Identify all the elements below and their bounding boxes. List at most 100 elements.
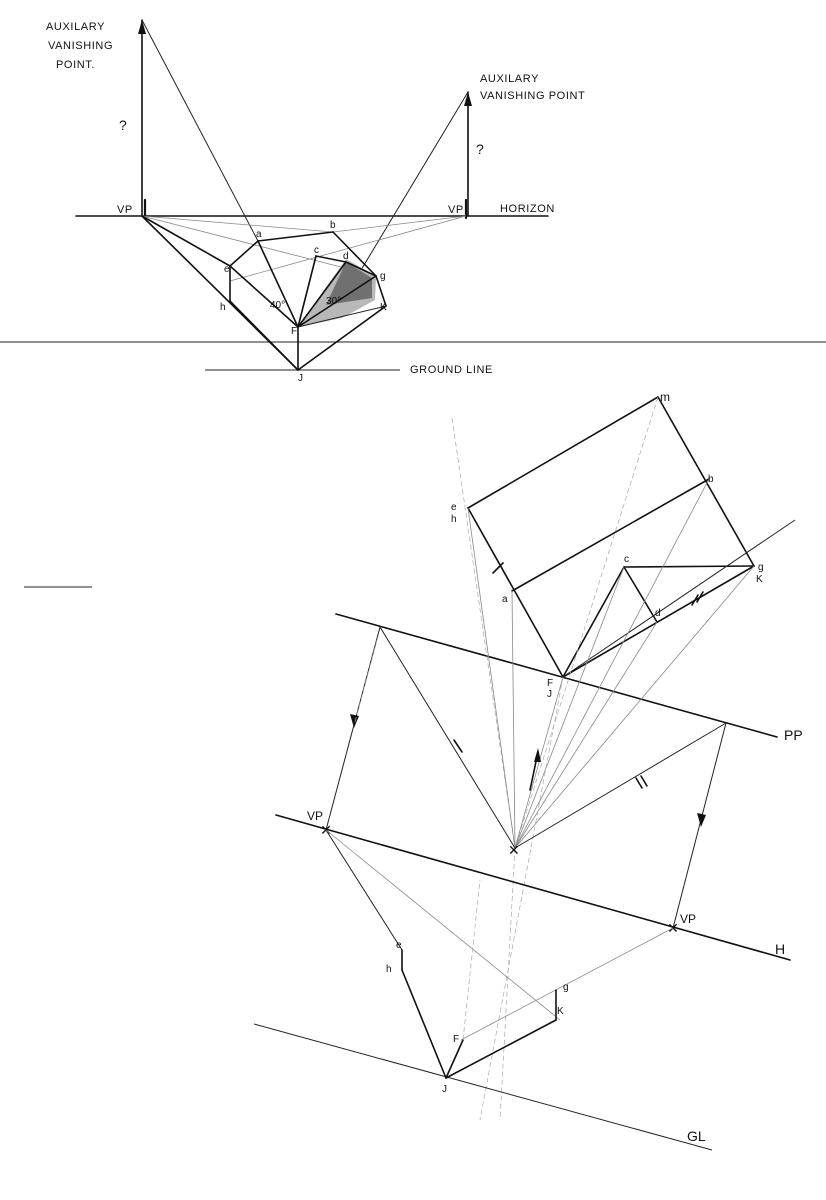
station-point-mark: ✕ xyxy=(508,842,520,858)
sp-arrowhead xyxy=(534,748,541,762)
shaded-face-dark xyxy=(326,262,372,305)
horizon-label: HORIZON xyxy=(500,203,555,215)
vp-right-label: VP xyxy=(448,204,464,216)
edge-f-g xyxy=(297,275,377,328)
edge-j-k xyxy=(445,1019,557,1079)
angle-right-label: 30° xyxy=(326,296,341,307)
sight-ray xyxy=(467,507,516,849)
edge-f-d xyxy=(297,261,347,328)
dashed-ray xyxy=(499,847,516,1121)
vp-left-label: VP xyxy=(117,204,133,216)
picture-plane-line xyxy=(335,613,778,738)
top-drawing: AUXILARY VANISHING POINT. AUXILARY VANIS… xyxy=(0,19,826,384)
vanishing-line xyxy=(229,215,467,282)
vanishing-line xyxy=(141,215,377,277)
sight-ray xyxy=(514,478,710,849)
aux-right-construction xyxy=(342,91,469,301)
plan-view: PP ✕ xyxy=(325,390,803,1121)
plan-point-f: F xyxy=(547,678,553,689)
drop-left xyxy=(325,626,381,831)
plan-point-m: m xyxy=(660,390,670,404)
edge-a-f xyxy=(257,240,299,328)
edge-e-f xyxy=(229,265,299,328)
pp-label: PP xyxy=(784,727,803,743)
aux-left-label-2: VANISHING xyxy=(48,40,113,52)
plan-edge-f-g xyxy=(562,565,755,678)
sp-parallel-right xyxy=(514,722,727,849)
dashed-ray xyxy=(451,417,516,849)
sp-parallel-left xyxy=(379,626,516,849)
edge-h-j xyxy=(401,969,447,1079)
sp-tick-double xyxy=(640,775,648,787)
plan-edge-f-c xyxy=(562,566,625,678)
plan-point-a: a xyxy=(502,594,508,605)
edge-f-k xyxy=(297,305,387,328)
point-c: c xyxy=(314,245,319,256)
point-g: g xyxy=(380,271,386,282)
point-h: h xyxy=(220,302,226,313)
sight-ray xyxy=(514,621,658,849)
edge-j-k xyxy=(297,305,387,371)
point-j: J xyxy=(298,373,303,384)
edge-c-f xyxy=(297,255,317,328)
plan-point-k: K xyxy=(756,574,763,585)
aux-right-label-1: AUXILARY xyxy=(480,73,539,85)
point-e: e xyxy=(224,264,230,275)
persp-line-vp-f xyxy=(460,927,674,1041)
sp-tick-single xyxy=(453,739,463,753)
dashed-projector xyxy=(462,879,481,1041)
lower-point-f: F xyxy=(453,1034,459,1045)
aux-left-label-1: AUXILARY xyxy=(46,21,105,33)
aux-left-label-3: POINT. xyxy=(56,59,95,71)
edge-h-j xyxy=(229,300,299,371)
vp-right-label: VP xyxy=(680,912,696,926)
left-aux-arrowhead xyxy=(138,20,146,34)
question-left: ? xyxy=(119,117,127,133)
vp-left-label: VP xyxy=(307,809,323,823)
aux-right-label-2: VANISHING POINT xyxy=(480,90,585,102)
question-right: ? xyxy=(476,141,484,157)
plan-point-e: e xyxy=(451,502,457,513)
edge-e-a xyxy=(229,240,259,267)
h-label: H xyxy=(775,941,785,957)
drop-left-arrowhead xyxy=(350,714,359,728)
plan-edge-e-m xyxy=(467,396,659,509)
persp-line-vp-e xyxy=(325,829,403,951)
plan-extension xyxy=(562,519,796,678)
tick-mark-single xyxy=(492,562,504,574)
edge-vp-e xyxy=(141,215,231,267)
object-edges xyxy=(141,215,387,371)
drop-right-arrowhead xyxy=(697,813,706,827)
tick-mark-double xyxy=(691,594,699,606)
plan-edge-c-g xyxy=(623,565,755,568)
drop-left-dash xyxy=(354,639,378,723)
lower-point-g: g xyxy=(563,982,569,993)
ground-line-gl xyxy=(253,1023,713,1151)
edge-j-f xyxy=(445,1039,464,1079)
dashed-ray xyxy=(479,676,564,1121)
horizon-h-line xyxy=(275,814,791,961)
sight-ray xyxy=(514,676,564,849)
point-b: b xyxy=(330,220,336,231)
plan-point-c: c xyxy=(624,554,629,565)
point-k: K xyxy=(380,302,387,313)
point-a: a xyxy=(256,229,262,240)
angle-left-label: 40° xyxy=(270,300,285,311)
plan-point-g: g xyxy=(758,562,764,573)
point-d: d xyxy=(343,251,349,262)
lower-point-k: K xyxy=(557,1006,564,1017)
lower-point-e: e xyxy=(396,940,402,951)
tick-mark-double xyxy=(696,591,704,603)
plan-point-b: b xyxy=(708,474,714,485)
ground-line-label: GROUND LINE xyxy=(410,364,493,376)
vanishing-line xyxy=(141,215,334,233)
dashed-ray xyxy=(514,396,659,849)
point-f: F xyxy=(291,326,297,337)
edge-g-k xyxy=(375,275,387,307)
plan-edge-e-f xyxy=(467,507,564,678)
plan-edge-c-d xyxy=(623,566,658,623)
sight-ray xyxy=(514,565,755,849)
lower-perspective: ✕ ✕ VP VP H GL e h g K F J xyxy=(253,809,791,1151)
edge-b-g xyxy=(332,231,377,277)
